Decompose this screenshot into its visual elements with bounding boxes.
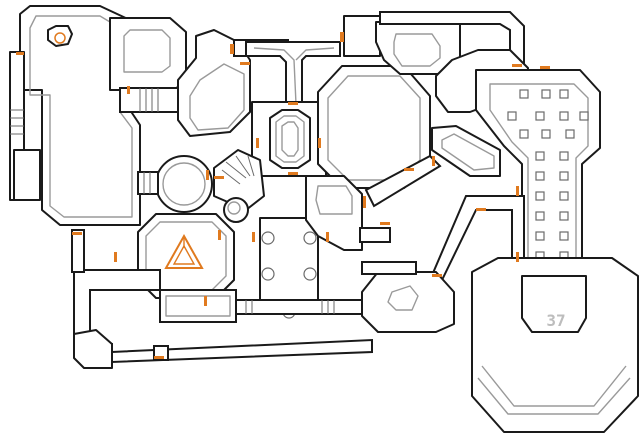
doors xyxy=(16,32,550,359)
triangle-teleporter-icon xyxy=(164,233,204,269)
switch-icon xyxy=(54,32,66,44)
room-teleporter xyxy=(137,213,235,299)
room-bottom-octagon xyxy=(361,271,455,333)
corridor-bottom xyxy=(71,229,417,369)
room-top-center xyxy=(343,11,525,75)
room-bottom-right: 37 xyxy=(471,257,639,433)
pillar-grid xyxy=(507,89,589,261)
level-number-label: 37 xyxy=(546,311,565,330)
hub-octagon xyxy=(251,101,327,177)
curved-stairs xyxy=(213,149,265,223)
room-center-right xyxy=(305,175,391,251)
room-top-left xyxy=(109,17,187,113)
room-courtyard xyxy=(259,217,319,319)
room-round xyxy=(137,155,213,213)
